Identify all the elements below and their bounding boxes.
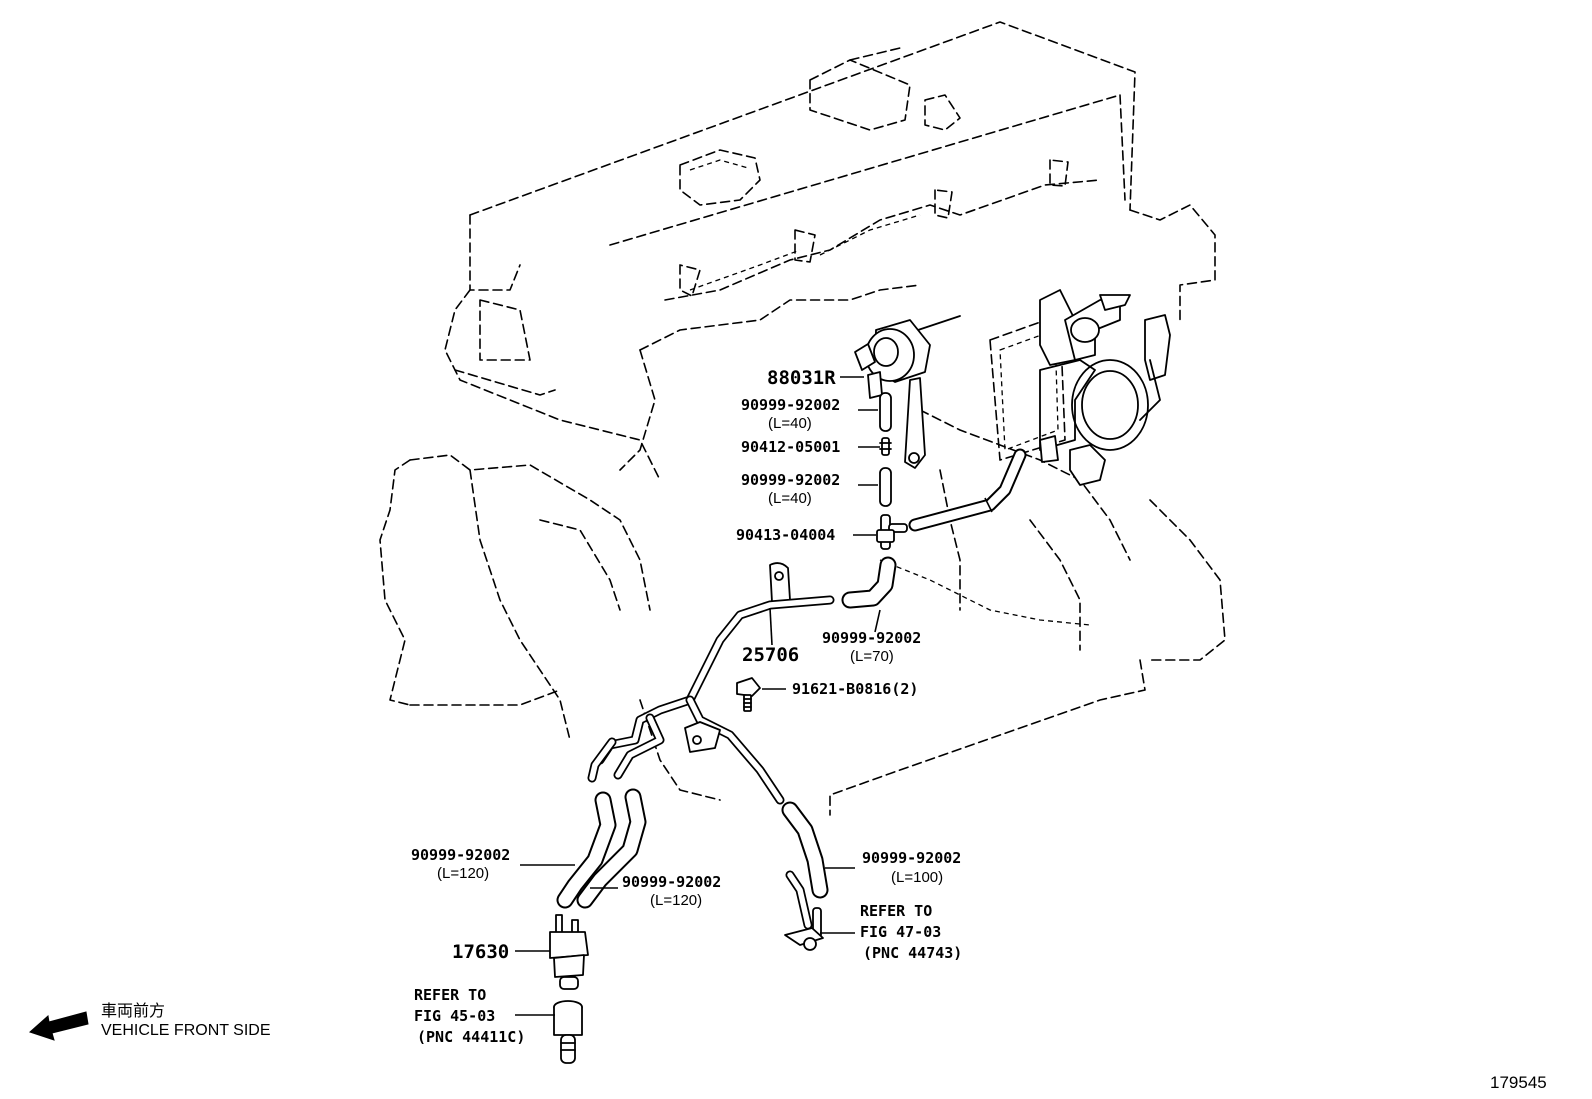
hose-l100 — [781, 801, 829, 899]
refer-note-a-line3: (PNC 44743) — [863, 944, 962, 962]
hose-l70 — [841, 556, 897, 609]
refer-note-a-line2: FIG 47-03 — [860, 923, 941, 941]
refer-note-b-line2: FIG 45-03 — [414, 1007, 495, 1025]
label-88031r: 88031R — [767, 367, 836, 389]
bolt-91621 — [736, 677, 761, 712]
sensor-17630 — [549, 914, 589, 990]
hoses-l120 — [556, 788, 647, 909]
label-hose-a: 90999-92002 — [741, 396, 840, 414]
refer-note-b-line3: (PNC 44411C) — [417, 1028, 525, 1046]
vertical-hoses — [879, 392, 892, 507]
refer-note-a-line1: REFER TO — [860, 902, 932, 920]
label-hose-b-len: (L=40) — [768, 490, 812, 507]
throttle-body — [1039, 289, 1171, 486]
label-tee: 90413-04004 — [736, 526, 835, 544]
figure-number: 179545 — [1490, 1073, 1547, 1092]
vacuum-pipe-25706 — [587, 562, 835, 805]
label-hose-f-len: (L=100) — [891, 869, 943, 886]
label-hose-d: 90999-92002 — [411, 846, 510, 864]
label-plug: 90412-05001 — [741, 438, 840, 456]
refer-note-b-line1: REFER TO — [414, 986, 486, 1004]
tee-fitting — [876, 514, 908, 550]
vsv-88031r-part — [854, 315, 961, 469]
label-hose-e: 90999-92002 — [622, 873, 721, 891]
label-sensor-17630: 17630 — [452, 941, 509, 963]
label-hose-c: 90999-92002 — [822, 629, 921, 647]
refer-connector-a — [784, 870, 824, 951]
front-label-en: VEHICLE FRONT SIDE — [101, 1022, 271, 1039]
label-hose-c-len: (L=70) — [850, 648, 894, 665]
front-label-jp: 車両前方 — [101, 1002, 165, 1020]
throttle-hose — [908, 448, 1027, 532]
label-bolt: 91621-B0816(2) — [792, 680, 918, 698]
refer-connector-b — [553, 1000, 583, 1064]
label-hose-b: 90999-92002 — [741, 471, 840, 489]
label-hose-d-len: (L=120) — [437, 865, 489, 882]
label-hose-f: 90999-92002 — [862, 849, 961, 867]
engine-outline — [379, 21, 1226, 816]
label-hose-e-len: (L=120) — [650, 892, 702, 909]
label-hose-a-len: (L=40) — [768, 415, 812, 432]
front-arrow-icon — [29, 1011, 89, 1041]
leader-lines — [515, 376, 881, 1016]
label-pipe-25706: 25706 — [742, 644, 799, 666]
